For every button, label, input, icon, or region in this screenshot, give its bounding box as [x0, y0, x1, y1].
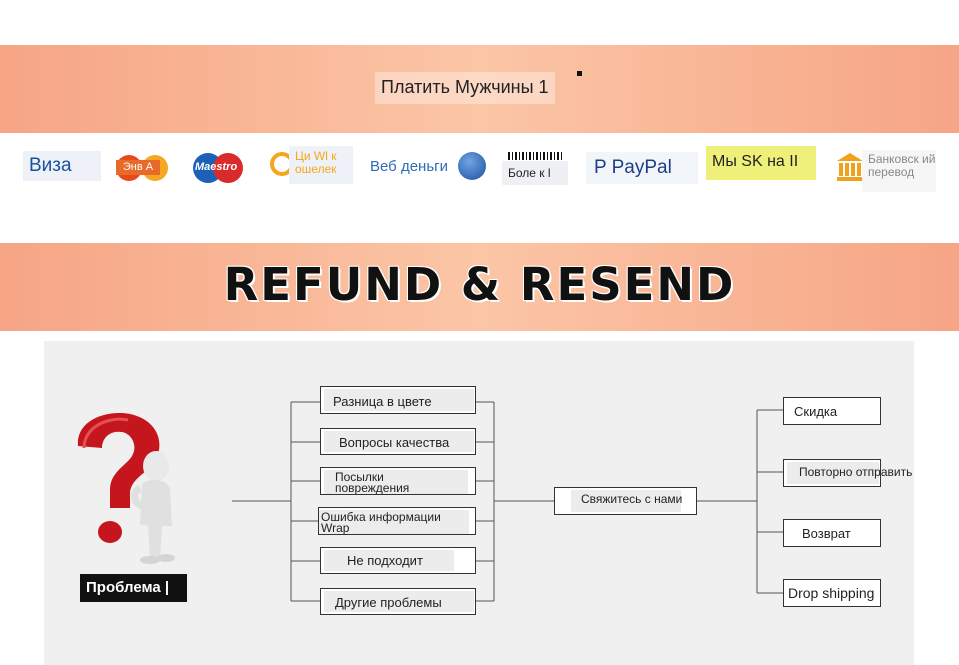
issue-label: Другие проблемы — [335, 595, 442, 610]
issue-label: Разница в цвете — [333, 394, 432, 409]
paypal-logo: P PayPal — [586, 152, 698, 184]
maestro-label: Maestro — [195, 161, 238, 173]
issue-box-color-difference: Разница в цвете — [320, 386, 476, 414]
mastercard-logo: Энв А — [116, 155, 168, 181]
solution-label: Drop shipping — [788, 585, 875, 601]
issue-label: Не подходит — [347, 553, 423, 568]
solution-label: Скидка — [794, 404, 838, 419]
issue-label: Вопросы качества — [339, 435, 450, 450]
issue-box-other: Другие проблемы — [320, 588, 476, 615]
maestro-red-circle-icon — [213, 153, 243, 183]
qiwi-logo: Ци Wl к ошелек — [270, 146, 354, 184]
contact-us-box: Свяжитесь с нами — [554, 487, 697, 515]
solution-label: Возврат — [802, 526, 851, 541]
mysk-logo: Мы SK на II — [706, 146, 816, 180]
issue-label: Ошибка информации Wrap — [321, 510, 441, 535]
barcode-icon — [508, 152, 564, 160]
problem-label: Проблема | — [80, 574, 187, 602]
solution-box-discount: Скидка — [783, 397, 881, 425]
issue-box-quality: Вопросы качества — [320, 428, 476, 455]
mastercard-label: Энв А — [116, 160, 160, 175]
bank-transfer-logo: Банковск ий перевод — [836, 150, 936, 192]
boleto-logo: Боле к l — [502, 150, 568, 186]
refund-banner — [0, 243, 959, 331]
title-marker — [577, 71, 582, 76]
bank-building-icon — [837, 153, 863, 181]
webmoney-logo: Веб деньги — [370, 150, 490, 184]
payment-title: Платить Мужчины 1 — [375, 72, 555, 104]
visa-logo: Виза — [23, 151, 101, 181]
refund-title: REFUND & RESEND — [223, 258, 736, 311]
payment-banner — [0, 45, 959, 133]
maestro-logo: Maestro — [193, 153, 243, 183]
solution-label: Повторно отправить — [799, 465, 913, 479]
issue-box-wrong-info: Ошибка информации Wrap — [318, 507, 476, 535]
issue-label: Посылки повреждения — [335, 470, 410, 495]
qiwi-label: Ци Wl к ошелек — [289, 146, 353, 184]
question-mark-figure-icon — [77, 413, 175, 564]
boleto-label: Боле к l — [502, 161, 568, 185]
refund-flow-panel — [44, 341, 914, 665]
issue-box-not-fit: Не подходит — [320, 547, 476, 574]
solution-box-drop-shipping: Drop shipping — [783, 579, 881, 607]
contact-label: Свяжитесь с нами — [581, 492, 683, 506]
globe-icon — [458, 152, 486, 180]
bank-transfer-label: Банковск ий перевод — [862, 150, 936, 192]
solution-box-resend: Повторно отправить — [783, 459, 912, 487]
webmoney-label: Веб деньги — [370, 158, 448, 175]
solution-box-refund: Возврат — [783, 519, 881, 547]
issue-box-damaged: Посылки повреждения — [320, 467, 476, 495]
